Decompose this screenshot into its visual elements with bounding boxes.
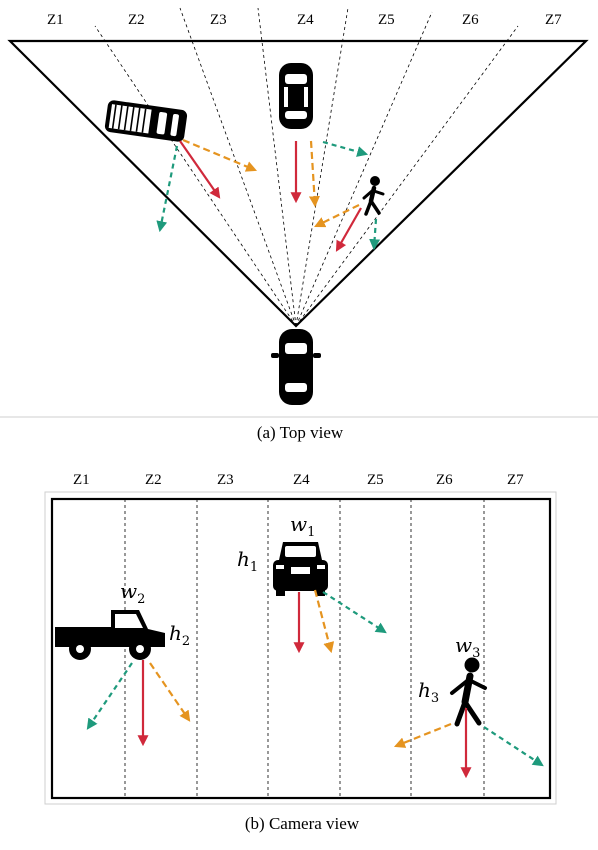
top-zone-rays	[94, 7, 519, 327]
top-zone-label-z4: Z4	[297, 12, 314, 28]
top-zone-label-z3: Z3	[210, 12, 227, 28]
car-top-icon	[279, 63, 313, 129]
car-top-orange-arrow	[308, 140, 320, 208]
camera-frame	[50, 497, 552, 800]
cam-zone-label-z7: Z7	[507, 472, 524, 488]
cam-zone-label-z5: Z5	[367, 472, 384, 488]
car-cam-teal-arrow	[322, 591, 387, 634]
label-h3: h3	[418, 678, 439, 706]
cam-zone-label-z3: Z3	[217, 472, 234, 488]
pedestrian-top-orange-arrow	[314, 204, 360, 228]
top-zone-label-z6: Z6	[462, 12, 479, 28]
truck-top-teal-arrow	[156, 145, 179, 233]
top-zone-label-z7: Z7	[545, 12, 562, 28]
pickup-truck-side-icon	[55, 610, 165, 660]
cam-zone-label-z6: Z6	[436, 472, 453, 488]
label-w2: w2	[120, 579, 145, 607]
pedestrian-cam-teal-arrow	[483, 726, 544, 767]
label-h1: h1	[237, 547, 258, 575]
pedestrian-top-red-arrow	[335, 207, 362, 252]
pedestrian-top-teal-arrow	[369, 218, 381, 251]
pickup-truck-top-icon	[104, 100, 188, 142]
pedestrian-camera-icon	[450, 657, 487, 727]
camera-view: Z1 Z2 Z3 Z4 Z5 Z6 Z7	[44, 472, 557, 833]
cam-zone-label-z2: Z2	[145, 472, 162, 488]
car-rear-icon	[273, 542, 328, 596]
truck-top-orange-arrow	[182, 138, 258, 172]
truck-top-red-arrow	[179, 140, 221, 199]
car-cam-orange-arrow	[313, 589, 335, 654]
label-h2: h2	[169, 621, 190, 649]
pedestrian-top-icon	[362, 176, 385, 216]
truck-cam-teal-arrow	[86, 662, 133, 730]
top-zone-label-z2: Z2	[128, 12, 145, 28]
camera-frame-outer	[44, 491, 557, 805]
pedestrian-cam-orange-arrow	[393, 722, 452, 748]
label-w3: w3	[455, 633, 480, 661]
label-w1: w1	[290, 512, 315, 540]
cam-zone-label-z1: Z1	[73, 472, 90, 488]
cam-zone-dividers	[124, 499, 485, 798]
top-zone-label-z1: Z1	[47, 12, 64, 28]
cam-zone-label-z4: Z4	[293, 472, 310, 488]
top-zone-label-z5: Z5	[378, 12, 395, 28]
camera-view-caption: (b) Camera view	[245, 814, 360, 833]
ego-car-icon	[271, 329, 321, 405]
field-of-view-triangle	[7, 39, 589, 328]
truck-cam-orange-arrow	[149, 662, 191, 722]
car-top-teal-arrow	[322, 140, 369, 157]
top-view: Z1 Z2 Z3 Z4 Z5 Z6 Z7	[0, 7, 598, 442]
top-view-caption: (a) Top view	[257, 423, 344, 442]
